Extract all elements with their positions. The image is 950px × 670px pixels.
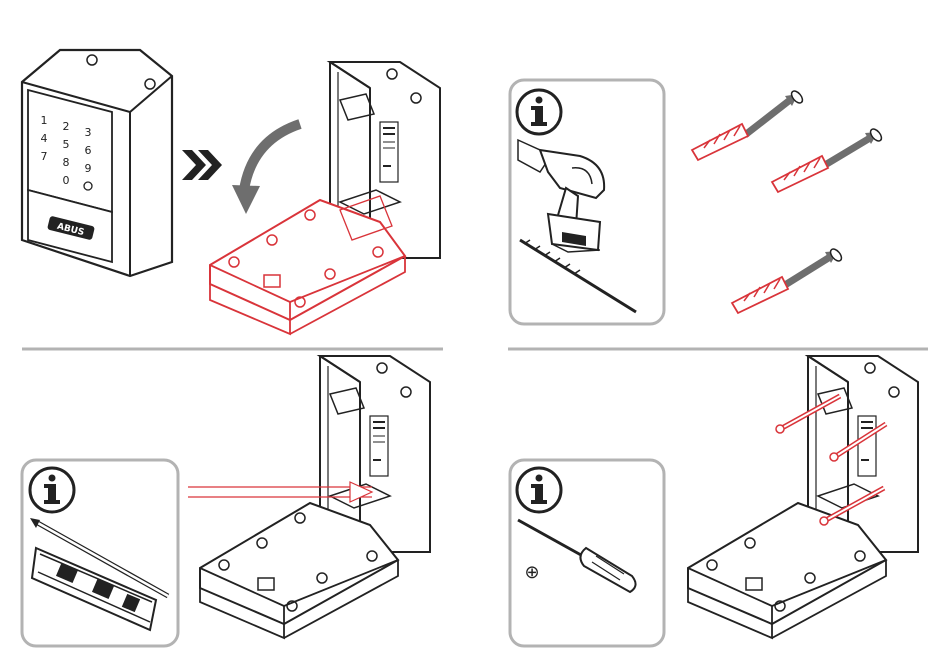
keypad-key: 3 [85,126,92,139]
closed-keybox: ABUS [22,50,172,276]
step-fasten-screws: ⊕ [510,356,918,646]
info-icon [517,90,561,134]
keypad-key: 7 [41,150,48,163]
keypad-key: 0 [63,174,70,187]
step-open-housing: ABUS 1 2 3 4 5 6 7 8 9 0 [22,50,440,334]
keypad-key: 9 [85,162,92,175]
keypad-key: 1 [41,114,48,127]
curved-arrow-icon [232,124,300,214]
keypad-key: 5 [63,138,70,151]
phillips-symbol: ⊕ [524,562,539,583]
anchor-set-1 [692,89,805,160]
info-icon [30,468,74,512]
keypad-key: 2 [63,120,70,133]
info-icon [517,468,561,512]
anchor-set-2 [772,127,884,192]
keypad-key: 8 [63,156,70,169]
anchor-set-3 [732,247,844,313]
keypad-key: 6 [85,144,92,157]
keypad-key: 4 [41,132,48,145]
double-chevron-right-icon [182,150,222,180]
marking-lines [188,482,372,502]
step-drill-and-anchors [510,80,884,324]
step-mark-holes [22,356,430,646]
